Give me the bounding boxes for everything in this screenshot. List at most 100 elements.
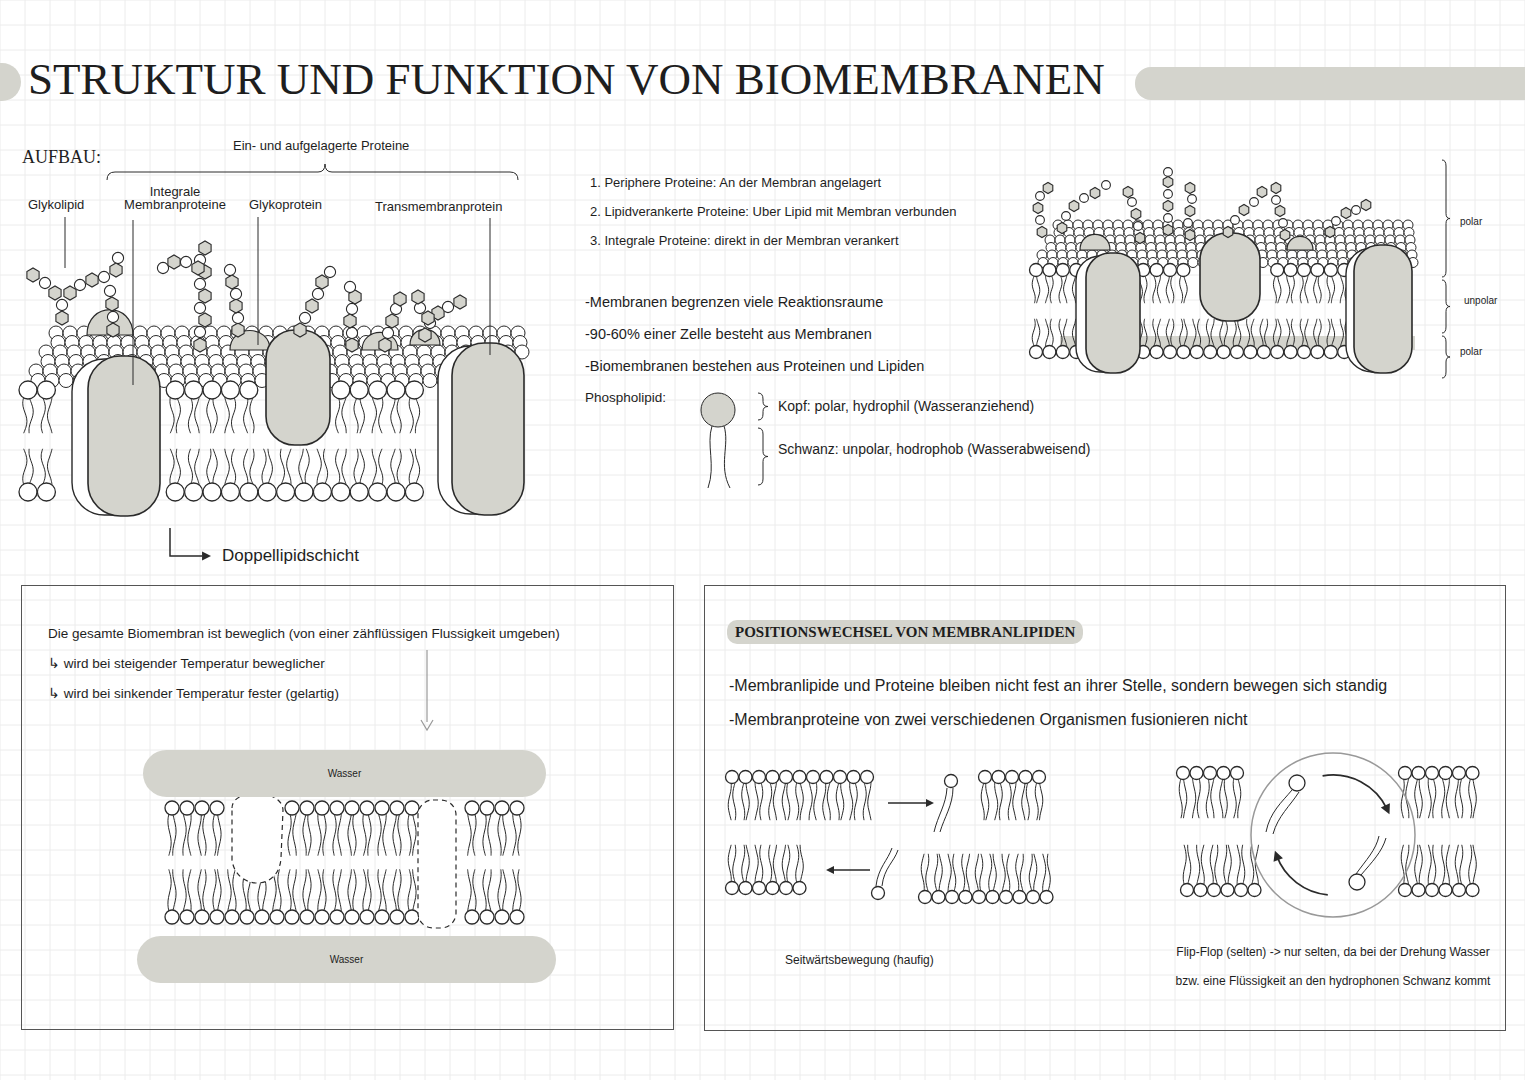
- lipid-tail: [1327, 319, 1330, 347]
- phospholipid: [1324, 264, 1337, 304]
- lipid-tail: [1224, 845, 1227, 885]
- panel-text: Seitwärtsbewegung (haufig): [785, 953, 934, 967]
- phospholipid: [820, 771, 833, 821]
- lipid-tail: [1318, 275, 1321, 303]
- lipid-head: [203, 483, 221, 501]
- phospholipid: [240, 381, 258, 433]
- note-text: -Biomembranen bestehen aus Proteinen und…: [585, 358, 924, 375]
- phospholipid: [203, 381, 221, 433]
- lipid-tail: [348, 814, 352, 856]
- lipid-tail: [488, 869, 491, 911]
- phospholipid: [1177, 319, 1190, 359]
- lipid-tail: [287, 449, 291, 485]
- grid-line: [1125, 0, 1126, 1080]
- grid-line: [725, 0, 726, 1080]
- grid-line: [1000, 0, 1001, 1080]
- phospholipid: [1043, 319, 1056, 359]
- lipid-tail: [368, 814, 371, 856]
- grid-line: [1325, 0, 1326, 1080]
- sugar-chain: [294, 266, 336, 337]
- phospholipid: [1399, 845, 1412, 897]
- leader-line: [133, 220, 134, 385]
- leader-lines: [65, 164, 518, 561]
- lipid-tail: [1007, 854, 1010, 892]
- bracket-label: polar: [1460, 346, 1482, 358]
- lipid-tail: [415, 449, 419, 485]
- phospholipid: [165, 869, 179, 924]
- lipid-tail: [773, 782, 776, 820]
- lipid-head: [1190, 346, 1203, 359]
- phospholipid: [780, 771, 793, 821]
- lipid-head: [285, 910, 299, 924]
- list-item: 1. Periphere Proteine: An der Membran an…: [590, 175, 881, 191]
- lipid-tail: [1201, 845, 1204, 885]
- lipid-tail: [213, 397, 217, 433]
- sugar-hexagon: [168, 255, 180, 269]
- lipid-tail: [948, 854, 951, 892]
- phospholipid: [330, 869, 344, 924]
- phospholipid: [405, 801, 419, 856]
- lipid-head: [1030, 346, 1043, 359]
- lipid-head: [1284, 346, 1297, 359]
- panel-text: ↳ wird bei sinkender Temperatur fester (…: [48, 686, 339, 702]
- lipid-tail: [1228, 845, 1231, 885]
- lipid-head: [1164, 264, 1177, 277]
- lipid-head: [1030, 264, 1043, 277]
- lipid-tail: [728, 782, 731, 820]
- bracket-label: Kopf: polar, hydrophil (Wasseranziehend): [778, 398, 1034, 415]
- phospholipid: [300, 801, 314, 856]
- grid-line: [1175, 0, 1176, 1080]
- sugar-hexagon: [64, 286, 76, 300]
- lipid-tail: [348, 869, 352, 911]
- lipid-head: [332, 483, 350, 501]
- lipid-head: [195, 801, 209, 815]
- phospholipid: [185, 381, 203, 433]
- lipid-tail: [841, 782, 844, 820]
- lipid-tail: [317, 449, 321, 485]
- lipid-head: [166, 381, 184, 399]
- phospholipid: [1019, 771, 1032, 821]
- phospholipid: [465, 801, 479, 856]
- phospholipid: [1453, 767, 1466, 819]
- lipid-tail: [1198, 319, 1201, 347]
- lipid-tail: [1419, 845, 1422, 885]
- sugar-ring: [194, 326, 205, 337]
- lipid-tail: [1473, 778, 1476, 818]
- lipid-head: [1208, 884, 1221, 897]
- sugar-hexagon: [1223, 227, 1233, 238]
- grid-line: [625, 0, 626, 1080]
- grid-line: [600, 0, 601, 1080]
- lipid-tail: [823, 782, 826, 820]
- sugar-hexagon: [294, 323, 306, 337]
- sugar-ring: [74, 279, 85, 290]
- phospholipid: [739, 845, 752, 895]
- sugar-ring: [442, 301, 453, 312]
- lipid-tail: [1455, 778, 1458, 818]
- curly-bracket: [1442, 160, 1450, 277]
- lipid-tail: [513, 814, 516, 856]
- peripheral-protein: [1287, 236, 1313, 250]
- phospholipid: [350, 381, 368, 433]
- band-label: Wasser: [330, 954, 364, 966]
- leader-line: [490, 218, 491, 355]
- dashed-protein: [232, 793, 283, 883]
- lipid-tail: [1287, 275, 1290, 303]
- grid-line: [800, 0, 801, 1080]
- lipid-tail: [1361, 838, 1386, 875]
- lipid-tail: [769, 845, 772, 883]
- lipid-head: [1033, 771, 1046, 784]
- sugar-ring: [1164, 168, 1173, 177]
- sugar-hexagon: [422, 311, 434, 325]
- info-panel: POSITIONSWECHSEL VON MEMBRANLIPIDEN-Memb…: [704, 585, 1506, 1031]
- lipid-tail: [513, 869, 516, 911]
- lipid-tail: [1300, 275, 1303, 303]
- sugar-ring: [39, 277, 50, 288]
- sugar-ring: [1080, 194, 1089, 203]
- lipid-tail: [468, 814, 472, 856]
- lipid-head: [1027, 891, 1040, 904]
- lipid-tail: [1072, 319, 1075, 347]
- lipid-tail: [170, 397, 174, 433]
- sugar-hexagon: [419, 328, 431, 342]
- sugar-chain: [344, 281, 361, 352]
- phospholipid: [350, 449, 368, 501]
